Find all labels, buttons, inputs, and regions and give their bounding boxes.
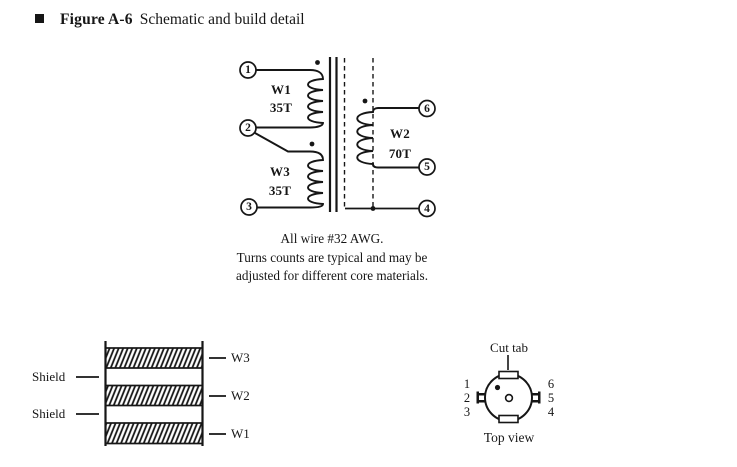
terminal-4-label: 4 (424, 202, 430, 215)
figure-label: Figure A-6 (60, 11, 133, 28)
transformer-schematic (239, 57, 436, 218)
terminal-5-circle (418, 158, 436, 176)
note-line-3: adjusted for different core materials. (236, 268, 428, 283)
section-bullet-icon (35, 14, 44, 23)
terminal-4-circle (418, 199, 436, 218)
cut-tab-top (498, 370, 519, 380)
schematic-note: All wire #32 AWG. Turns counts are typic… (150, 230, 514, 286)
junction-dot (370, 206, 376, 211)
center-hole (504, 393, 514, 403)
winding-w3-turns: 35T (268, 183, 292, 198)
winding-w1-turns: 35T (269, 100, 293, 115)
pin-number-4: 4 (547, 404, 555, 419)
pin-number-2: 2 (463, 390, 471, 405)
pin-number-3: 3 (463, 404, 471, 419)
winding-w1-coil (256, 69, 324, 129)
shield-label-1: Shield (32, 369, 66, 384)
pin-number-6: 6 (547, 376, 555, 391)
orientation-dot (494, 384, 501, 391)
terminal-5-label: 5 (424, 161, 430, 173)
polarity-dot-w3 (309, 141, 315, 147)
top-view-caption: Top view (483, 430, 535, 445)
figure-caption: Figure A-6 Schematic and build detail (60, 10, 305, 29)
layer-w3-band (104, 347, 204, 369)
layer-w1-band (104, 422, 204, 445)
terminal-2-label: 2 (245, 122, 251, 134)
layer-label-w3: W3 (231, 350, 250, 365)
right-pin (531, 391, 541, 404)
cut-tab-bottom (498, 414, 519, 424)
note-line-2: Turns counts are typical and may be (236, 249, 428, 265)
pin-number-1: 1 (463, 376, 471, 391)
layer-label-w1: W1 (231, 426, 250, 441)
terminal-3-label: 3 (246, 201, 252, 213)
build-stack (76, 341, 226, 446)
winding-w1-name: W1 (271, 82, 291, 97)
winding-w3-name: W3 (270, 164, 290, 179)
winding-w2-name: W2 (390, 126, 410, 141)
terminal-6-circle (418, 99, 436, 118)
terminal-3-circle (240, 198, 258, 216)
winding-w3-coil (254, 132, 324, 209)
polarity-dot-w2 (362, 98, 368, 104)
figure-title: Schematic and build detail (139, 11, 305, 28)
layer-label-w2: W2 (231, 388, 250, 403)
pin-number-5: 5 (547, 390, 555, 405)
polarity-dot-w1 (315, 60, 320, 65)
winding-w2-turns: 70T (388, 146, 412, 161)
layer-w2-band (104, 384, 204, 407)
cut-tab-label: Cut tab (490, 340, 528, 355)
terminal-1-circle (239, 61, 257, 79)
shield-label-2: Shield (32, 406, 66, 421)
core-top-view (476, 355, 541, 424)
note-line-1: All wire #32 AWG. (280, 231, 384, 246)
terminal-1-label: 1 (245, 64, 251, 76)
left-pin (476, 391, 486, 404)
terminal-6-label: 6 (424, 102, 430, 115)
terminal-2-circle (239, 119, 257, 137)
